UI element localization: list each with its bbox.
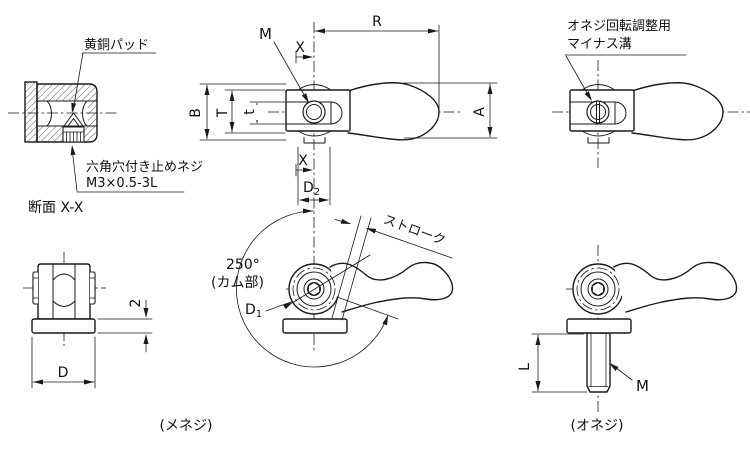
cam-dome [52,273,76,281]
lever-body [282,261,454,334]
dim-M-label: M [259,25,272,43]
clevis-body [37,263,91,320]
pivot-boss-right [90,271,96,305]
dim-D: D [31,336,96,389]
brass-pad-label: 黄銅パッド [84,38,149,53]
stroke-label: ストローク [381,213,447,249]
leader-arrow [69,102,77,114]
set-screw-label-line2: M3×0.5-3L [86,176,158,191]
threaded-stud [586,332,611,393]
dim-thickness: 2 [97,299,153,353]
dim-D2: D2 [297,146,331,206]
dim-B-T-t: B T t [188,83,287,141]
slot-note-line1: オネジ回転調整用 [567,19,671,34]
dim-M-callout: M [259,25,312,105]
dim-L-label: L [517,363,533,371]
set-screw-callout: 六角穴付き止めネジ M3×0.5-3L [69,144,203,193]
pivot-boss-left [32,271,38,305]
dim-D-label: D [58,365,69,381]
dim-X-top: X [295,40,313,64]
flange-section [24,81,38,143]
dim-B-label: B [188,108,204,118]
top-view-female: R M X A [188,14,498,352]
slot-note-line2: マイナス溝 [567,37,632,52]
cam-bulge [52,300,76,307]
set-screw-section [62,126,85,143]
cavity-detail [36,100,98,127]
lever-body [569,82,724,144]
dim-M-label: M [636,377,649,395]
male-caption: (オネジ) [571,418,624,434]
lever-body [566,261,738,334]
dim-L: L [517,333,588,393]
dim-X-bottom: X [295,153,313,177]
body-hatch-top [37,84,97,101]
leader-arrow [69,144,76,156]
set-screw-label-line1: 六角穴付き止めネジ [86,160,203,175]
dim-thickness-label: 2 [128,299,144,308]
angle-note-label: (カム部) [211,275,264,291]
brass-pad-callout: 黄銅パッド [69,38,157,114]
front-view-female: 2 D (メネジ) [23,252,212,434]
dim-t-label: t [242,109,258,115]
side-view-male: L M (オネジ) [517,245,738,434]
rotation-annotation: 250° (カム部) [211,208,399,368]
dim-D2-label: D2 [303,180,320,198]
body-hatch-right [88,101,97,126]
section-caption: 断面 X-X [28,200,84,216]
female-caption: (メネジ) [160,418,213,434]
section-view: 黄銅パッド 六角穴付き止めネジ M3×0.5-3L 断面 X-X [8,38,203,216]
dim-X-top-label: X [295,40,305,56]
top-view-male: オネジ回転調整用 マイナス溝 [552,19,750,168]
dim-T-label: T [215,108,231,118]
side-view-female: 250° (カム部) ストローク D1 [211,208,454,368]
angle-label: 250° [226,257,260,273]
dim-R: R [314,14,440,115]
dim-A-label: A [472,107,488,117]
dim-A: A [403,82,498,139]
dim-X-bottom-label: X [298,153,308,169]
lever-body [285,82,440,144]
dim-M-callout: M [607,361,649,395]
base-plate [31,318,96,334]
slot-note-callout: オネジ回転調整用 マイナス溝 [564,19,687,103]
dim-R-label: R [372,14,382,30]
dim-D1-callout: D1 [245,299,295,320]
dim-D1-label: D1 [245,302,262,320]
